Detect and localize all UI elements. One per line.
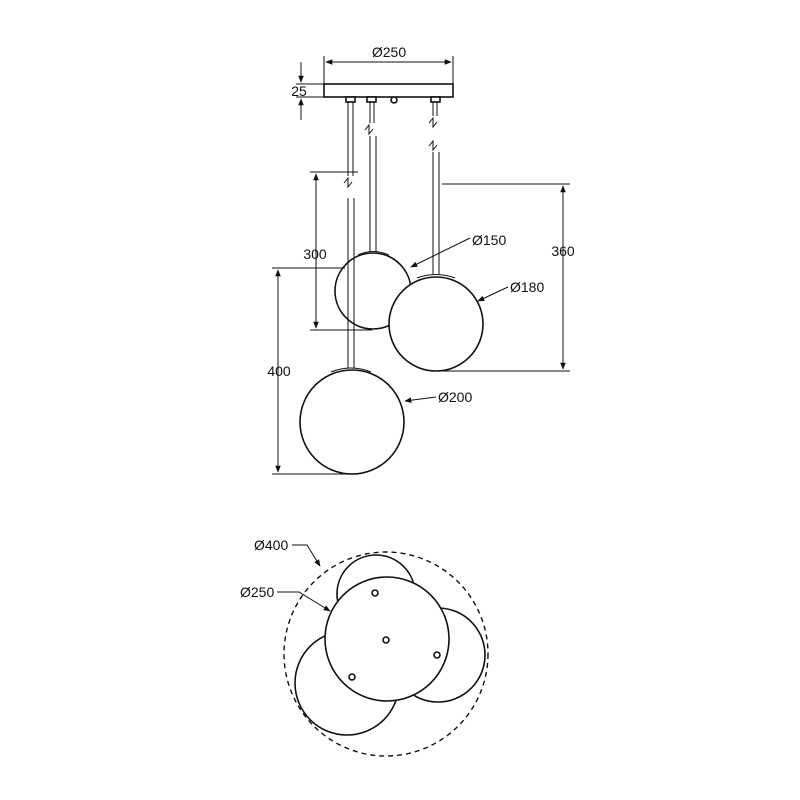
plan-leaders: Ø400 Ø250 [240, 537, 331, 612]
canopy-height-dimension: 25 [291, 62, 324, 120]
plan-view: Ø400 Ø250 [240, 537, 489, 757]
small-globe-label: Ø150 [472, 232, 506, 248]
large-globe-label: Ø200 [438, 389, 472, 405]
large-pendant [299, 198, 405, 475]
canopy-diameter-label: Ø250 [372, 44, 406, 60]
elevation-view: Ø250 25 [267, 44, 575, 475]
medium-drop-dimension: 360 [440, 183, 575, 372]
canopy [323, 83, 454, 98]
canopy-fittings [345, 96, 441, 104]
plan-canopy-diameter-label: Ø250 [240, 584, 274, 600]
plan-overall-diameter-label: Ø400 [254, 537, 288, 553]
large-drop-label: 400 [267, 363, 291, 379]
medium-globe [388, 276, 484, 372]
large-globe [299, 369, 405, 475]
globe-leaders: Ø150 Ø180 Ø200 [404, 232, 544, 405]
overall-diameter-circle [283, 551, 489, 757]
canopy-mounting-points [348, 589, 441, 681]
small-drop-dimension: 300 [303, 171, 372, 331]
cord-break-marks [343, 116, 438, 189]
medium-pendant [388, 152, 484, 372]
medium-drop-label: 360 [551, 243, 575, 259]
canopy-height-label: 25 [291, 83, 307, 99]
canopy-diameter-dimension: Ø250 [323, 44, 454, 84]
medium-globe-label: Ø180 [510, 279, 544, 295]
small-drop-label: 300 [303, 246, 327, 262]
large-drop-dimension: 400 [267, 267, 350, 475]
suspension-cords [347, 102, 438, 176]
